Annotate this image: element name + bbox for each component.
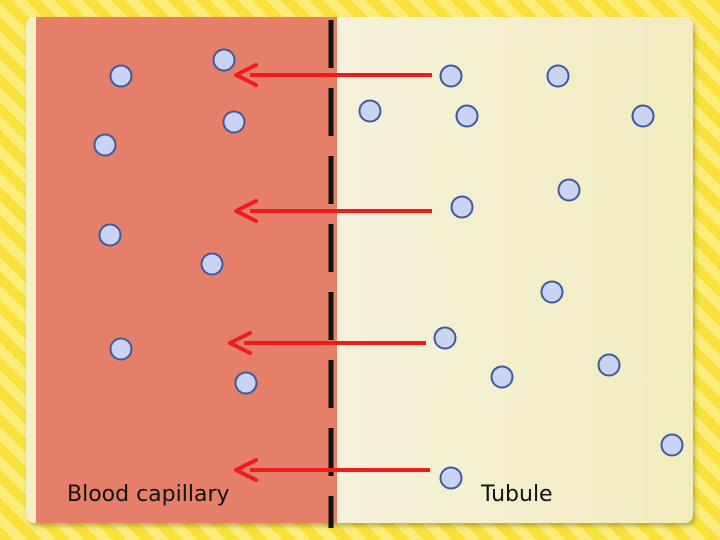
particle-circle-icon [234,371,258,395]
arrow-head [234,199,258,223]
left-arrow-icon [228,331,426,355]
particle-circle-icon [450,195,474,219]
particle-circle-icon [433,326,457,350]
particle-circle-icon [212,48,236,72]
tubule-region [337,17,693,523]
reabsorption-arrows [228,63,432,482]
diagram-panel [26,17,693,523]
arrow-head [234,63,258,87]
particle-circle-icon [455,104,479,128]
particles [93,48,684,490]
particle-circle-icon [631,104,655,128]
left-arrow-icon [234,63,432,87]
particle-circle-icon [660,433,684,457]
arrow-head [234,458,258,482]
tubule-label: Tubule [481,482,553,507]
particle-circle-icon [546,64,570,88]
blood-capillary-region [36,17,337,523]
particle-circle-icon [200,252,224,276]
particle-circle-icon [358,99,382,123]
particle-circle-icon [439,64,463,88]
particle-circle-icon [98,223,122,247]
particle-circle-icon [93,133,117,157]
particle-circle-icon [540,280,564,304]
particle-circle-icon [109,337,133,361]
particle-circle-icon [557,178,581,202]
particle-circle-icon [109,64,133,88]
arrow-head [228,331,252,355]
particle-circle-icon [439,466,463,490]
left-arrow-icon [234,458,430,482]
particle-circle-icon [597,353,621,377]
blood-capillary-label: Blood capillary [67,482,230,507]
particle-circle-icon [222,110,246,134]
left-arrow-icon [234,199,432,223]
particle-circle-icon [490,365,514,389]
